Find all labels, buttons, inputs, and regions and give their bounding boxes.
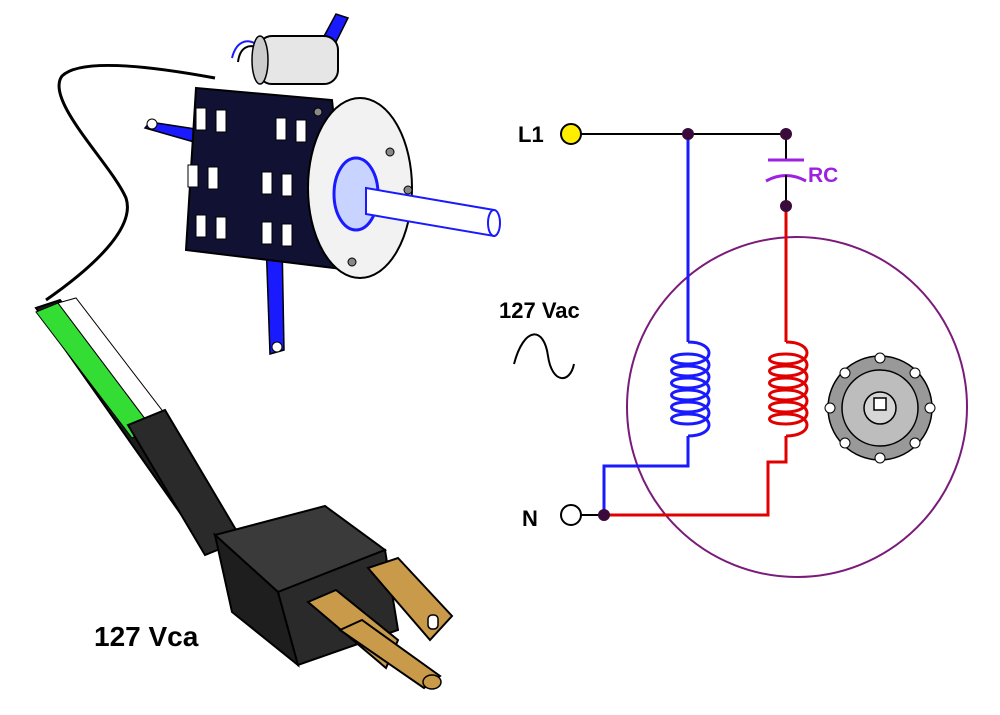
- main-winding-circuit: [602, 134, 711, 515]
- run-capacitor-icon: [231, 35, 339, 85]
- power-cord: [34, 64, 244, 557]
- electrical-plug-icon: [212, 504, 454, 690]
- junction-node-capacitor-bottom: [780, 200, 792, 212]
- plug-prong-ground: [337, 618, 442, 690]
- main-winding-coil: [670, 340, 711, 438]
- supply-voltage-label: 127 Vca: [94, 621, 199, 652]
- neutral-terminal: [560, 504, 582, 526]
- junction-node-neutral: [598, 509, 610, 521]
- source-voltage-label: 127 Vac: [499, 298, 580, 323]
- supply-wiring: [581, 133, 787, 516]
- auxiliary-winding-circuit: [604, 206, 809, 517]
- junction-node-top: [682, 128, 694, 140]
- stator-circle: [626, 236, 968, 578]
- capacitor-label: RC: [808, 164, 838, 187]
- line-terminal-label: L1: [518, 122, 544, 147]
- auxiliary-winding-coil: [768, 340, 809, 438]
- line-terminal: [560, 123, 582, 145]
- rotor-icon: [824, 352, 936, 464]
- ac-sine-icon: [513, 333, 575, 380]
- capacitor-symbol: [765, 158, 807, 206]
- plug-prong-hot: [366, 556, 454, 642]
- psc-fan-motor-icon: [143, 13, 501, 355]
- neutral-terminal-label: N: [522, 506, 538, 531]
- junction-node-capacitor-top: [780, 128, 792, 140]
